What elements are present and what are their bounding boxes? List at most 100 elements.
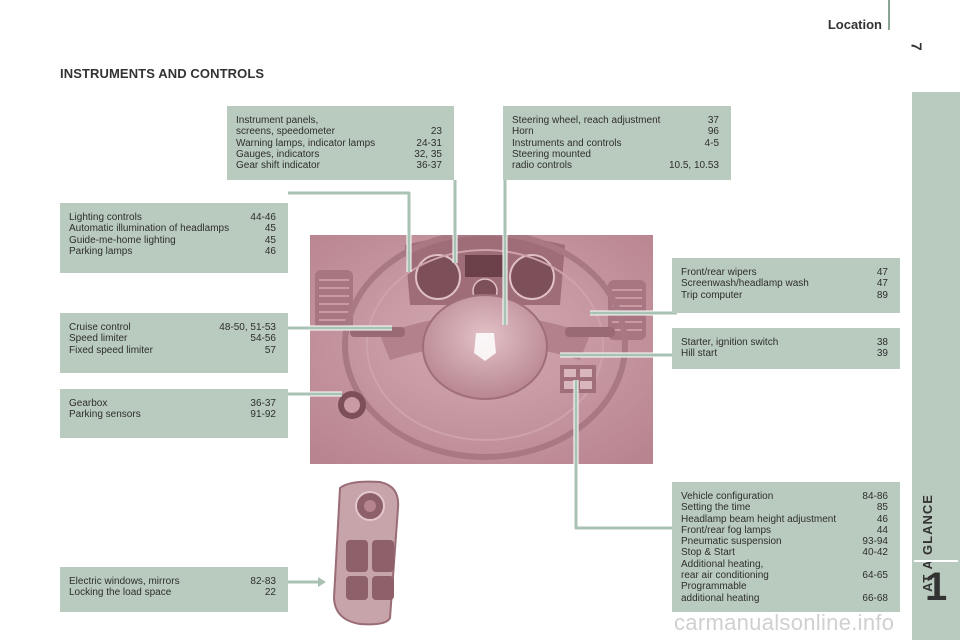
page-reference[interactable]: 4-5: [704, 137, 719, 149]
topic-label: Guide-me-home lighting: [69, 234, 176, 246]
topic-label: radio controls: [512, 160, 573, 172]
topic-label: Starter, ignition switch: [681, 337, 779, 348]
page-reference[interactable]: 23: [430, 126, 442, 138]
page-reference[interactable]: 46: [264, 245, 276, 257]
topic-label: Screenwash/headlamp wash: [681, 278, 809, 290]
page-reference[interactable]: 89: [876, 289, 888, 301]
chapter-sidebar[interactable]: AT A GLANCE: [912, 92, 960, 640]
page-reference[interactable]: 38: [876, 337, 888, 348]
page-reference[interactable]: 82-83: [250, 576, 276, 587]
callout-row: Stop & Start 40-42: [681, 547, 888, 558]
callout-row: screens, speedometer 23: [236, 126, 442, 137]
page-reference[interactable]: 36-37: [416, 160, 442, 172]
callout-row: Front/rear wipers 47: [681, 267, 888, 278]
topic-label: Steering mounted: [512, 148, 591, 160]
callout-row: Starter, ignition switch 38: [681, 337, 888, 348]
page-reference[interactable]: [434, 115, 442, 126]
page-reference[interactable]: 46: [876, 513, 888, 525]
watermark: carmanualsonline.info: [674, 610, 895, 635]
page-reference[interactable]: [880, 581, 888, 592]
header-title: Location: [827, 17, 882, 32]
page-reference[interactable]: 66-68: [862, 592, 888, 604]
callout-row: Gauges, indicators 32, 35: [236, 149, 442, 160]
page-reference[interactable]: 40-42: [862, 547, 888, 559]
page-reference[interactable]: 22: [264, 587, 276, 599]
callout-row: additional heating 66-68: [681, 593, 888, 604]
topic-label: Pneumatic suspension: [681, 536, 782, 548]
window-switch-illustration: [320, 478, 412, 628]
callout-row: Instrument panels,: [236, 115, 442, 126]
callout-row: Front/rear fog lamps 44: [681, 525, 888, 536]
topic-label: Lighting controls: [69, 212, 142, 223]
topic-label: Locking the load space: [69, 587, 172, 599]
callout-row: Steering mounted: [512, 149, 719, 160]
page-reference[interactable]: 47: [876, 267, 888, 278]
page-reference[interactable]: 39: [876, 348, 888, 360]
topic-label: Trip computer: [681, 289, 743, 301]
header-divider: [888, 0, 890, 30]
page-reference[interactable]: 45: [264, 223, 276, 235]
callout-row: Headlamp beam height adjustment 46: [681, 514, 888, 525]
topic-label: screens, speedometer: [236, 126, 335, 138]
callout-row: Pneumatic suspension 93-94: [681, 536, 888, 547]
callout-row: Gear shift indicator 36-37: [236, 160, 442, 171]
topic-label: Front/rear wipers: [681, 267, 757, 278]
page-reference[interactable]: 54-56: [250, 333, 276, 345]
page-reference[interactable]: 10.5, 10.53: [668, 160, 719, 172]
page-reference[interactable]: 84-86: [862, 491, 888, 502]
callout-row: Electric windows, mirrors 82-83: [69, 576, 276, 587]
page-reference[interactable]: [880, 559, 888, 570]
topic-label: Gauges, indicators: [236, 148, 320, 160]
callout-row: Instruments and controls 4-5: [512, 138, 719, 149]
callout-row: Speed limiter 54-56: [69, 333, 276, 344]
page-reference[interactable]: 36-37: [250, 398, 276, 409]
topic-label: Front/rear fog lamps: [681, 524, 772, 536]
page-reference[interactable]: 24-31: [416, 137, 442, 149]
page-reference[interactable]: 48-50, 51-53: [219, 322, 276, 333]
topic-label: Electric windows, mirrors: [69, 576, 180, 587]
page-reference[interactable]: 32, 35: [414, 148, 442, 160]
page-reference[interactable]: 44-46: [250, 212, 276, 223]
page-reference[interactable]: 45: [264, 234, 276, 246]
topic-label: Stop & Start: [681, 547, 735, 559]
page-reference[interactable]: 57: [264, 344, 276, 356]
page-reference[interactable]: 85: [876, 502, 888, 514]
topic-label: Gearbox: [69, 398, 108, 409]
topic-label: Hill start: [681, 348, 718, 360]
topic-label: Speed limiter: [69, 333, 128, 345]
page-reference[interactable]: [711, 149, 719, 160]
callout-row: Gearbox 36-37: [69, 398, 276, 409]
page-reference[interactable]: 64-65: [862, 570, 888, 582]
topic-label: Parking sensors: [69, 409, 141, 421]
callout-row: Guide-me-home lighting 45: [69, 235, 276, 246]
topic-label: Steering wheel, reach adjustment: [512, 115, 661, 126]
topic-label: Gear shift indicator: [236, 160, 320, 172]
page-reference[interactable]: 47: [876, 278, 888, 290]
topic-label: Instruments and controls: [512, 137, 622, 149]
callout-row: Trip computer 89: [681, 290, 888, 301]
callout-row: Screenwash/headlamp wash 47: [681, 278, 888, 289]
page-reference[interactable]: 37: [707, 115, 719, 126]
topic-label: Headlamp beam height adjustment: [681, 513, 837, 525]
topic-label: additional heating: [681, 592, 760, 604]
callout-row: Lighting controls 44-46: [69, 212, 276, 223]
page-reference[interactable]: 91-92: [250, 409, 276, 421]
callout-row: Parking sensors 91-92: [69, 409, 276, 420]
sidebar-divider: [914, 560, 958, 562]
page-reference[interactable]: 44: [876, 524, 888, 536]
callout-row: Locking the load space 22: [69, 587, 276, 598]
page-reference[interactable]: 96: [707, 126, 719, 138]
page-reference[interactable]: 93-94: [862, 536, 888, 548]
